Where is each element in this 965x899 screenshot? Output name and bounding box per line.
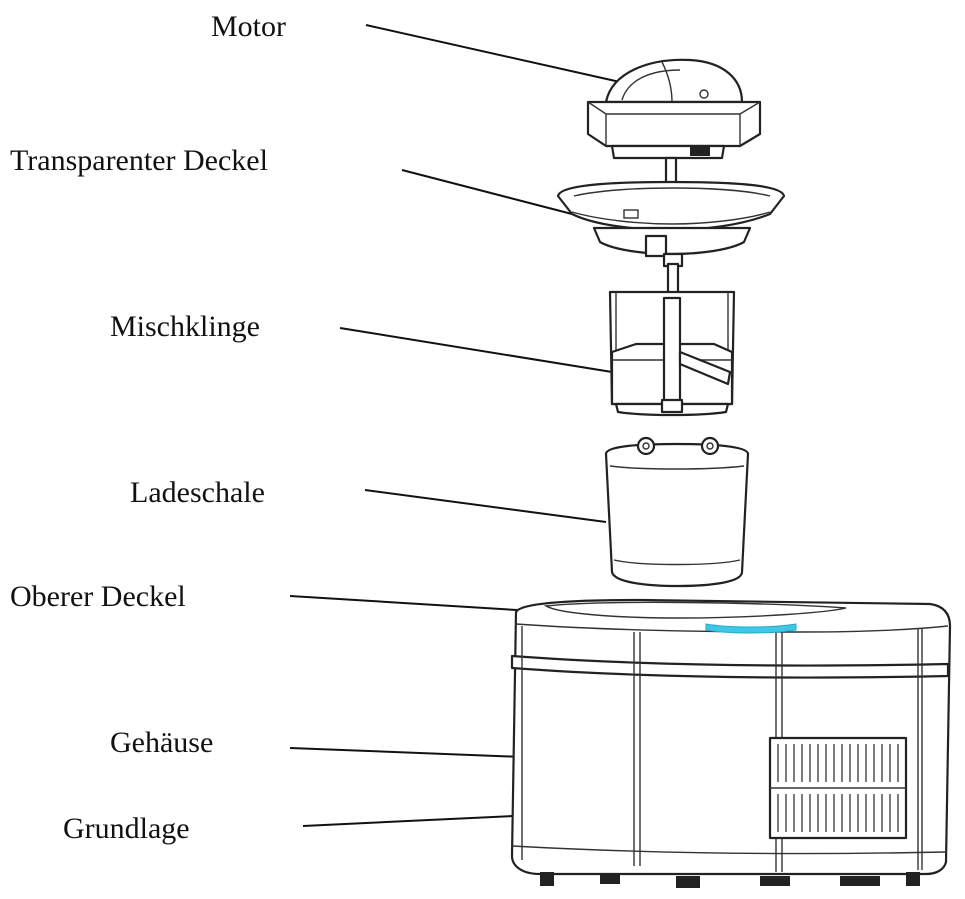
leader-housing — [289, 747, 550, 759]
machine-body-part — [510, 598, 952, 888]
leader-upper-lid — [289, 595, 518, 611]
label-loading-bowl: Ladeschale — [130, 476, 265, 509]
label-upper-lid: Oberer Deckel — [10, 580, 186, 613]
mixing-blade-part — [608, 262, 736, 417]
label-base: Grundlage — [63, 812, 190, 845]
label-motor: Motor — [211, 10, 286, 43]
label-transparent-lid: Transparenter Deckel — [10, 144, 268, 177]
leader-transparent-lid — [401, 169, 573, 215]
loading-bowl-part — [604, 436, 750, 588]
transparent-lid-part — [556, 180, 786, 268]
leader-loading-bowl — [364, 489, 607, 523]
leader-mixing-blade — [339, 327, 613, 373]
indicator-light — [705, 623, 797, 634]
label-mixing-blade: Mischklinge — [110, 310, 260, 343]
leader-motor — [365, 24, 621, 83]
motor-part — [586, 58, 762, 188]
label-housing: Gehäuse — [110, 726, 214, 759]
